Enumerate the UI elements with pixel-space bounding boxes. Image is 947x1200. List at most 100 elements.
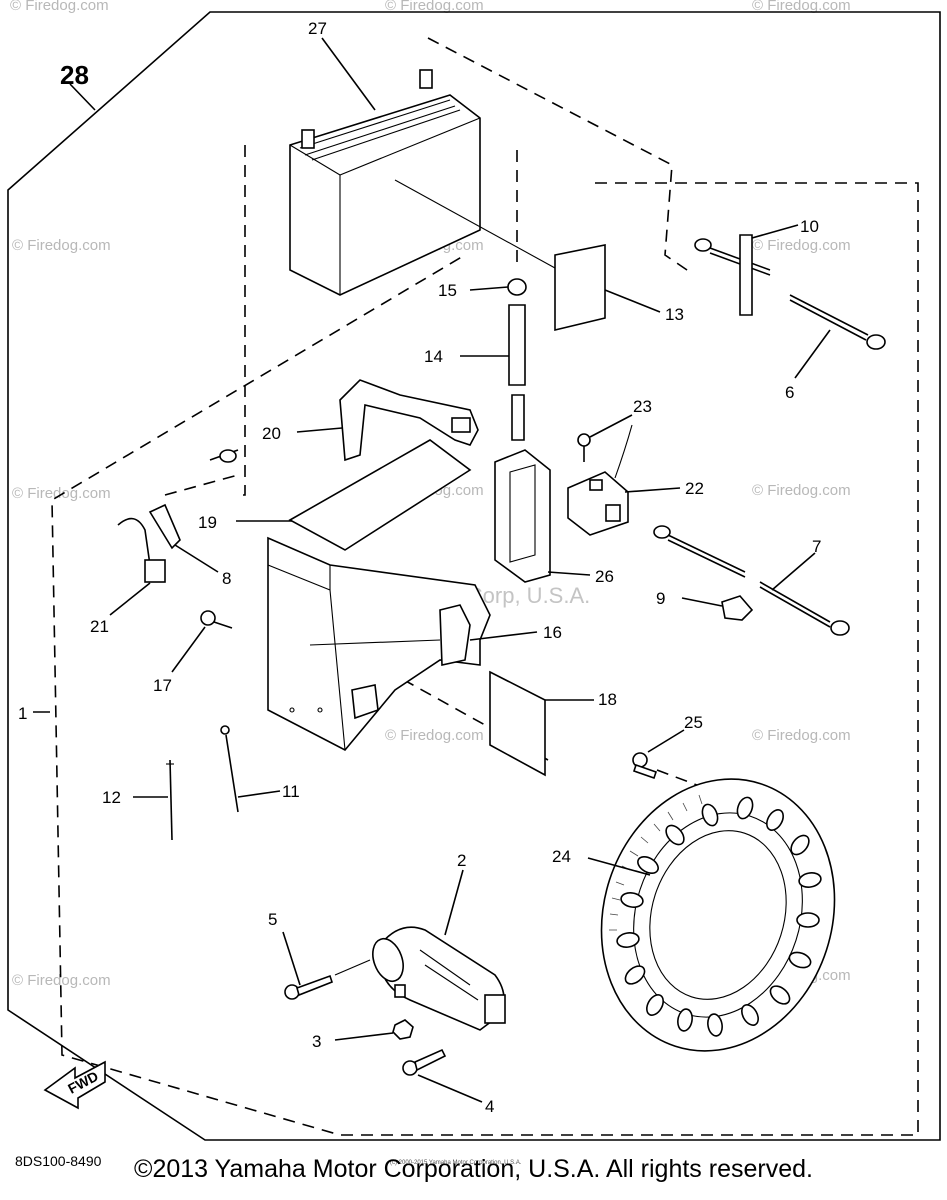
leader-line bbox=[794, 329, 831, 379]
callout-9: 9 bbox=[656, 589, 665, 608]
callout-8: 8 bbox=[222, 569, 231, 588]
callout-27: 27 bbox=[308, 19, 327, 38]
battery-case-part bbox=[267, 536, 491, 752]
inner-dashed-region bbox=[51, 182, 919, 1136]
bolt-part bbox=[284, 974, 333, 1000]
battery-part bbox=[289, 69, 481, 296]
callout-26: 26 bbox=[595, 567, 614, 586]
watermark-text: © Firedog.com bbox=[10, 0, 109, 14]
leader-line bbox=[237, 790, 281, 798]
leader-line bbox=[417, 1074, 483, 1103]
leader-line bbox=[587, 857, 651, 876]
dashed-leader bbox=[164, 474, 239, 496]
callout-13: 13 bbox=[665, 305, 684, 324]
breather-hose-part bbox=[508, 304, 526, 386]
cap-part bbox=[507, 278, 527, 296]
callout-11: 11 bbox=[282, 782, 300, 801]
callout-16: 16 bbox=[543, 623, 562, 642]
leader-line bbox=[296, 427, 343, 433]
dashed-leader bbox=[238, 145, 246, 496]
callout-22: 22 bbox=[685, 479, 704, 498]
watermark-text: © Firedog.com bbox=[12, 972, 111, 989]
starter-motor-part bbox=[372, 926, 506, 1031]
callout-14: 14 bbox=[424, 347, 443, 366]
watermark-text: © Firedog.com bbox=[752, 482, 851, 499]
battery-dashed-outline bbox=[427, 37, 691, 273]
leader-line bbox=[321, 37, 376, 111]
callout-24: 24 bbox=[552, 847, 571, 866]
starter-relay-part bbox=[567, 424, 633, 536]
callout-19: 19 bbox=[198, 513, 217, 532]
leader-line bbox=[334, 1032, 394, 1041]
leader-line bbox=[771, 552, 816, 591]
callout-23: 23 bbox=[633, 397, 652, 416]
callout-21: 21 bbox=[90, 617, 109, 636]
callout-1: 1 bbox=[18, 704, 27, 723]
callout-15: 15 bbox=[438, 281, 457, 300]
cover-part bbox=[494, 449, 551, 583]
copyright-text: ©2013 Yamaha Motor Corporation, U.S.A. A… bbox=[134, 1155, 813, 1183]
leader-line bbox=[174, 544, 219, 573]
band-part bbox=[166, 759, 174, 841]
callout-3: 3 bbox=[312, 1032, 321, 1051]
callout-18: 18 bbox=[598, 690, 617, 709]
rubber-sheet-part bbox=[288, 439, 472, 551]
leader-line bbox=[647, 729, 685, 753]
bolt-part bbox=[200, 610, 233, 629]
callout-28: 28 bbox=[60, 60, 89, 90]
rubber-sheet-part bbox=[489, 670, 546, 777]
diagram-code: 8DS100-8490 bbox=[15, 1153, 102, 1169]
band-part bbox=[220, 725, 239, 813]
leader-line bbox=[69, 83, 96, 111]
watermark-text: © Firedog.com bbox=[752, 0, 851, 14]
leader-line bbox=[334, 959, 371, 976]
leader-line bbox=[681, 597, 723, 607]
breather-hose-part bbox=[511, 394, 525, 441]
callout-20: 20 bbox=[262, 424, 281, 443]
battery-pad-part bbox=[554, 244, 606, 332]
bolt-part bbox=[632, 752, 658, 780]
leader-line bbox=[604, 289, 661, 313]
watermark-text: © Firedog.com bbox=[12, 237, 111, 254]
leader-line bbox=[394, 179, 556, 269]
minus-lead-part bbox=[653, 525, 850, 636]
ring-gear-part bbox=[600, 778, 836, 1052]
fine-print: (c) 2000-2015 Yamaha Motor Corporation, … bbox=[390, 1160, 522, 1166]
watermark-text: © Firedog.com bbox=[385, 727, 484, 744]
callout-6: 6 bbox=[785, 383, 794, 402]
leader-line bbox=[624, 487, 681, 493]
leader-line bbox=[469, 286, 509, 291]
callout-17: 17 bbox=[153, 676, 172, 695]
leader-line bbox=[171, 626, 206, 673]
leader-line bbox=[444, 869, 464, 936]
lead-wire-part bbox=[117, 449, 239, 583]
battery-band-part bbox=[339, 379, 479, 462]
watermark-text: © Firedog.com bbox=[752, 727, 851, 744]
callout-7: 7 bbox=[812, 537, 821, 556]
watermark-text: © Firedog.com bbox=[385, 0, 484, 14]
leader-line bbox=[751, 224, 799, 239]
callout-4: 4 bbox=[485, 1097, 494, 1116]
callout-10: 10 bbox=[800, 217, 819, 236]
battery-cable-part bbox=[694, 238, 886, 350]
leader-line bbox=[109, 582, 151, 616]
leader-line bbox=[589, 414, 633, 438]
outer-frame bbox=[7, 11, 941, 1141]
watermark-text: © Firedog.com bbox=[752, 237, 851, 254]
callout-2: 2 bbox=[457, 851, 466, 870]
screw-part bbox=[577, 433, 591, 462]
leader-line bbox=[469, 631, 538, 641]
callout-25: 25 bbox=[684, 713, 703, 732]
leader-line bbox=[282, 931, 301, 986]
leader-line bbox=[547, 571, 591, 576]
bolt-part bbox=[402, 1048, 447, 1076]
nut-part bbox=[392, 1019, 414, 1040]
fwd-arrow-icon: FWD bbox=[43, 1060, 106, 1110]
clip-part bbox=[721, 595, 754, 621]
callout-5: 5 bbox=[268, 910, 277, 929]
callout-12: 12 bbox=[102, 788, 121, 807]
watermark-text: © Firedog.com bbox=[12, 485, 111, 502]
band-part bbox=[739, 234, 753, 316]
holder-part bbox=[148, 503, 181, 550]
